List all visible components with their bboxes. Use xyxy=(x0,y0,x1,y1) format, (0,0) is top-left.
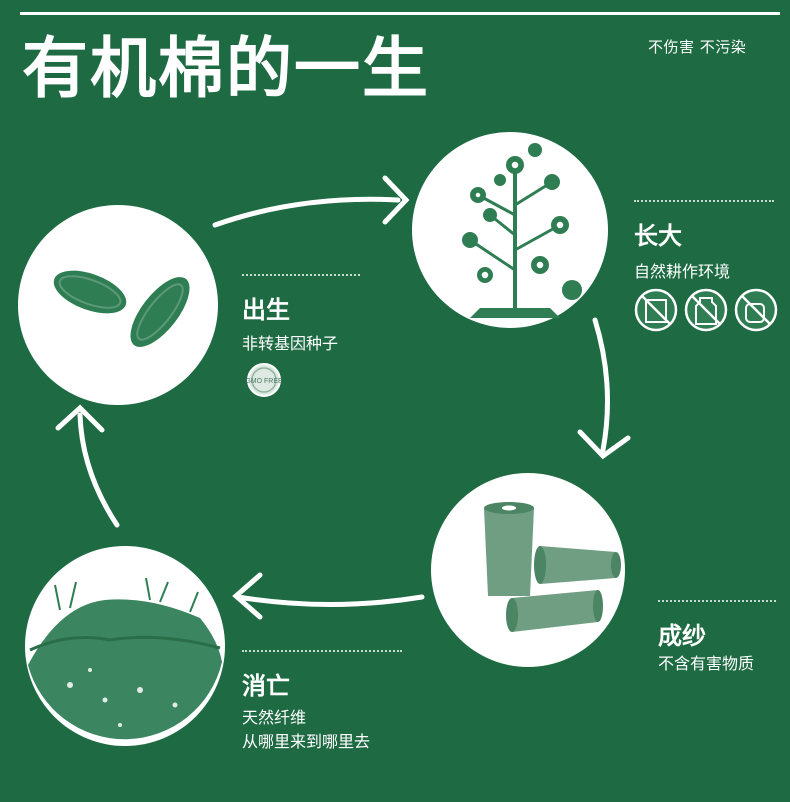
stage-decay-desc-1: 天然纤维 xyxy=(242,704,306,728)
no-pesticide-icon xyxy=(686,290,726,330)
divider xyxy=(634,200,774,202)
divider xyxy=(242,274,360,276)
cotton-plant-illustration xyxy=(412,132,608,328)
stage-yarn-desc: 不含有害物质 xyxy=(658,650,754,674)
arrow-grow-to-yarn xyxy=(595,320,608,450)
yarn-spools-illustration xyxy=(431,473,625,667)
no-fertilizer-icon xyxy=(636,290,676,330)
arrow-yarn-to-decay xyxy=(238,597,422,605)
arrow-decay-to-birth xyxy=(80,415,117,525)
no-spray-icon xyxy=(736,290,776,330)
stage-grow-title: 长大 xyxy=(634,216,682,251)
soil-decay-illustration xyxy=(25,546,225,746)
stage-yarn-title: 成纱 xyxy=(658,616,706,651)
gmo-free-badge: GMO FREE xyxy=(245,364,283,396)
divider xyxy=(242,650,402,652)
svg-text:GMO FREE: GMO FREE xyxy=(245,378,283,385)
stage-grow-desc: 自然耕作环境 xyxy=(634,258,730,282)
divider xyxy=(658,600,776,602)
seed-illustration xyxy=(18,205,218,405)
arrow-birth-to-grow xyxy=(215,199,398,225)
stage-decay-desc-2: 从哪里来到哪里去 xyxy=(242,728,370,752)
stage-decay-title: 消亡 xyxy=(242,666,290,701)
stage-birth-title: 出生 xyxy=(242,290,290,325)
stage-birth-desc: 非转基因种子 xyxy=(242,330,338,354)
